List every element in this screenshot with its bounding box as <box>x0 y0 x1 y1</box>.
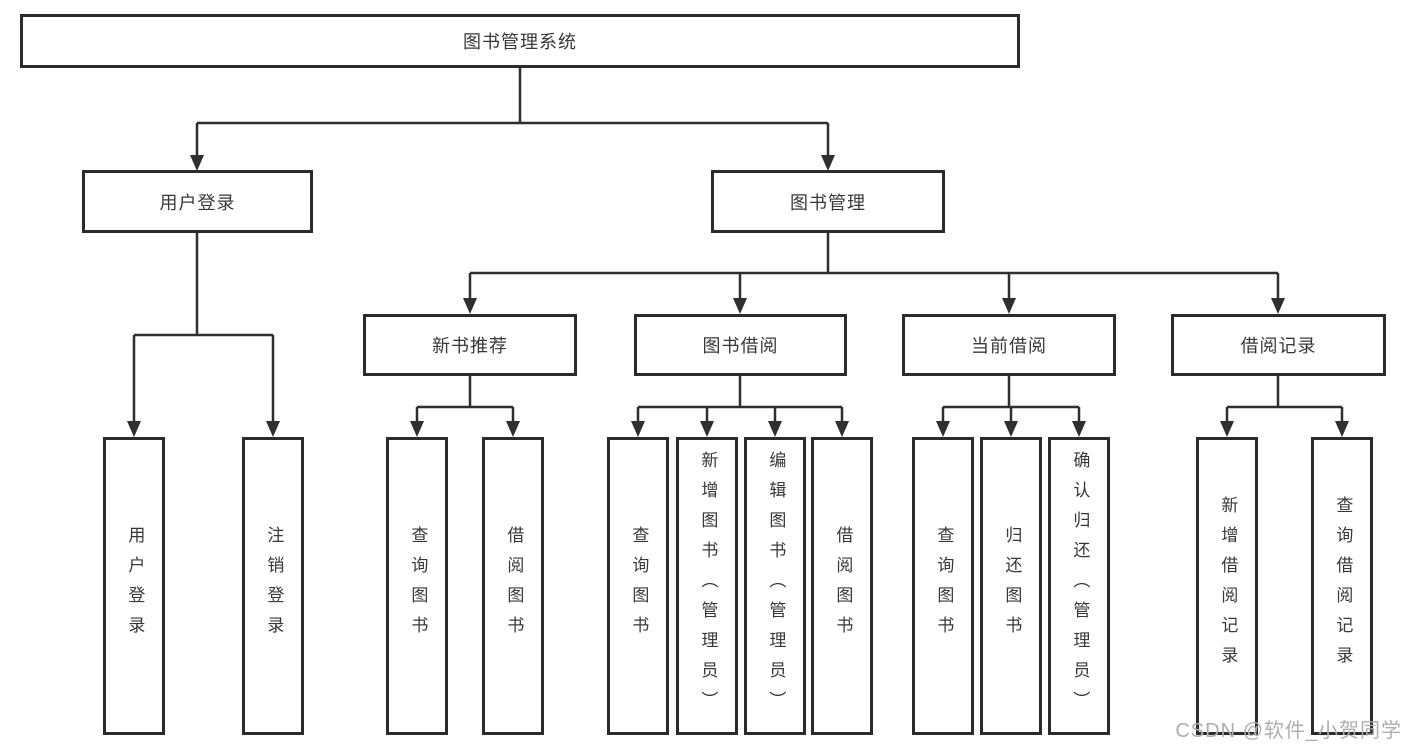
leaf-label: 用户登录 <box>125 526 145 646</box>
leaf-add-borrow-record: 新增借阅记录 <box>1196 437 1258 735</box>
leaf-add-book-admin: 新增图书（管理员） <box>676 437 738 735</box>
leaf-label: 查询图书 <box>629 526 649 646</box>
node-current-borrowing: 当前借阅 <box>902 314 1116 376</box>
node-library-management-system: 图书管理系统 <box>20 14 1020 68</box>
node-book-management: 图书管理 <box>711 170 945 233</box>
leaf-label: 查询图书 <box>408 526 428 646</box>
leaf-label: 借阅图书 <box>833 526 853 646</box>
leaf-label: 新增图书（管理员） <box>698 451 718 721</box>
leaf-label: 归还图书 <box>1002 526 1022 646</box>
arrowheads <box>127 155 1349 437</box>
node-new-book-recommend: 新书推荐 <box>363 314 577 376</box>
leaf-label: 查询图书 <box>934 526 954 646</box>
node-user-login: 用户登录 <box>82 170 313 233</box>
leaf-user-login: 用户登录 <box>103 437 165 735</box>
leaf-return-book: 归还图书 <box>980 437 1042 735</box>
leaf-label: 注销登录 <box>264 526 284 646</box>
watermark: CSDN @软件_小贺同学 <box>1175 720 1402 742</box>
leaf-query-books-1: 查询图书 <box>386 437 448 735</box>
leaf-borrow-books-1: 借阅图书 <box>482 437 544 735</box>
leaf-label: 借阅图书 <box>504 526 524 646</box>
leaf-confirm-return-admin: 确认归还（管理员） <box>1048 437 1110 735</box>
leaf-label: 编辑图书（管理员） <box>766 451 786 721</box>
leaf-query-borrow-record: 查询借阅记录 <box>1311 437 1373 735</box>
leaf-label: 新增借阅记录 <box>1218 496 1238 676</box>
node-borrowing-records: 借阅记录 <box>1171 314 1386 376</box>
leaf-borrow-books-2: 借阅图书 <box>811 437 873 735</box>
leaf-label: 查询借阅记录 <box>1333 496 1353 676</box>
leaf-query-books-2: 查询图书 <box>607 437 669 735</box>
leaf-label: 确认归还（管理员） <box>1070 451 1090 721</box>
leaf-query-books-3: 查询图书 <box>912 437 974 735</box>
leaf-edit-book-admin: 编辑图书（管理员） <box>744 437 806 735</box>
leaf-logout: 注销登录 <box>242 437 304 735</box>
node-book-borrowing: 图书借阅 <box>634 314 847 376</box>
